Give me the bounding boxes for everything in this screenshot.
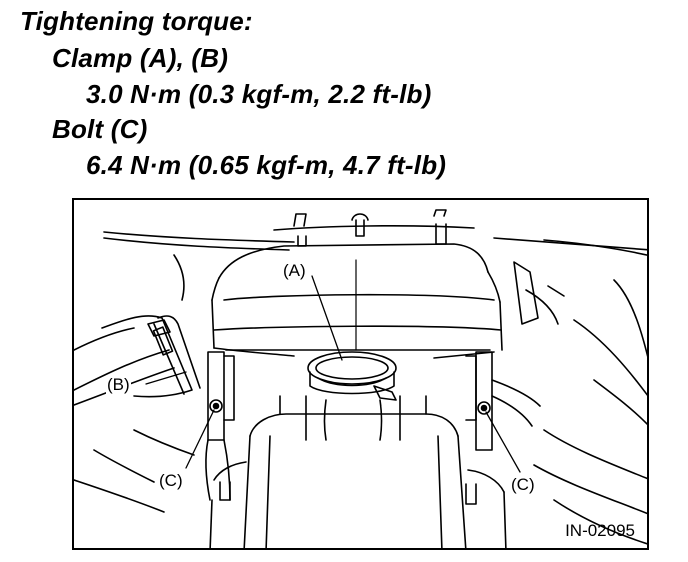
left-bracket bbox=[205, 351, 235, 501]
callout-c-right: (C) bbox=[510, 475, 536, 494]
left-hose bbox=[101, 315, 201, 398]
spec-heading: Tightening torque: bbox=[20, 6, 253, 36]
right-bracket bbox=[465, 351, 541, 451]
engine-bay-illustration: (A) (B) (C) (C) IN-02095 bbox=[72, 198, 649, 550]
bolt-label: Bolt (C) bbox=[52, 114, 148, 144]
leader-lines bbox=[145, 259, 521, 473]
clamp-label: Clamp (A), (B) bbox=[52, 43, 229, 73]
callout-a: (A) bbox=[282, 261, 307, 280]
callout-b: (B) bbox=[106, 375, 131, 394]
line-drawing bbox=[74, 209, 647, 548]
background-lines bbox=[74, 231, 647, 545]
leader-c-right bbox=[485, 411, 521, 473]
figure-id: IN-02095 bbox=[565, 521, 635, 540]
top-clips bbox=[273, 209, 475, 247]
air-intake-housing bbox=[211, 243, 503, 441]
lower-housing bbox=[209, 395, 507, 548]
bolt-torque-value: 6.4 N·m (0.65 kgf-m, 4.7 ft-lb) bbox=[86, 150, 447, 180]
leader-a bbox=[311, 275, 343, 361]
leader-b bbox=[145, 371, 187, 385]
callout-c-left: (C) bbox=[158, 471, 184, 490]
clamp-torque-value: 3.0 N·m (0.3 kgf-m, 2.2 ft-lb) bbox=[86, 79, 432, 109]
leader-c-left bbox=[185, 409, 215, 469]
